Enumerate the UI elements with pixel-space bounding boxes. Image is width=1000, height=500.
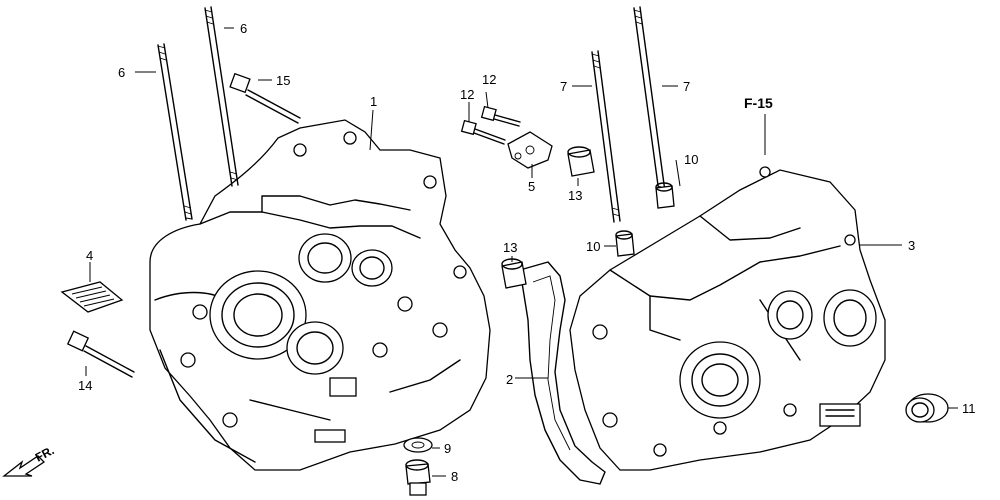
stud-bolt-7-right: [633, 6, 667, 201]
dowel-pin-13-upper: [567, 146, 595, 177]
callout-10-upper: 10: [684, 152, 698, 167]
cover-plate-4: [60, 281, 124, 313]
callout-1: 1: [370, 94, 377, 109]
callout-6-right: 6: [240, 21, 247, 36]
callout-12-lower: 12: [460, 87, 474, 102]
callout-12-upper: 12: [482, 72, 496, 87]
left-crankcase-half: [149, 119, 491, 471]
callout-13-upper: 13: [568, 188, 582, 203]
drain-bolt-8: [405, 459, 431, 496]
bolt-14: [66, 330, 135, 378]
reference-label: F-15: [744, 95, 773, 111]
callout-15: 15: [276, 73, 290, 88]
bolt-12-upper: [480, 105, 521, 127]
callout-11: 11: [962, 401, 976, 416]
callout-7-left: 7: [560, 79, 567, 94]
bolt-12-lower: [460, 119, 506, 145]
callout-14: 14: [78, 378, 92, 393]
dowel-pin-10-upper: [655, 182, 675, 209]
callout-3: 3: [908, 238, 915, 253]
front-direction-arrow: FR.: [2, 443, 56, 477]
crankcase-gasket: [519, 261, 606, 485]
callout-6-left: 6: [118, 65, 125, 80]
bolt-15: [229, 72, 301, 124]
dowel-pin-10-lower: [615, 230, 635, 257]
callout-8: 8: [451, 469, 458, 484]
right-crankcase-half: [569, 166, 886, 471]
bearing-11: [905, 393, 949, 423]
leader-lines: [85, 27, 958, 477]
crankcase-gasket-inner: [532, 275, 571, 451]
dowel-pin-13-lower: [501, 258, 527, 289]
stud-bolt-6-left: [157, 43, 193, 221]
callout-4: 4: [86, 248, 93, 263]
callout-5: 5: [528, 179, 535, 194]
stud-bolt-7-left: [591, 50, 621, 223]
callout-9: 9: [444, 441, 451, 456]
callout-7-right: 7: [683, 79, 690, 94]
callout-13-lower: 13: [503, 240, 517, 255]
callout-10-lower: 10: [586, 239, 600, 254]
stud-bolt-6-right: [204, 6, 239, 187]
callout-2: 2: [506, 372, 513, 387]
washer-9: [403, 437, 433, 453]
bracket-5: [507, 131, 553, 169]
